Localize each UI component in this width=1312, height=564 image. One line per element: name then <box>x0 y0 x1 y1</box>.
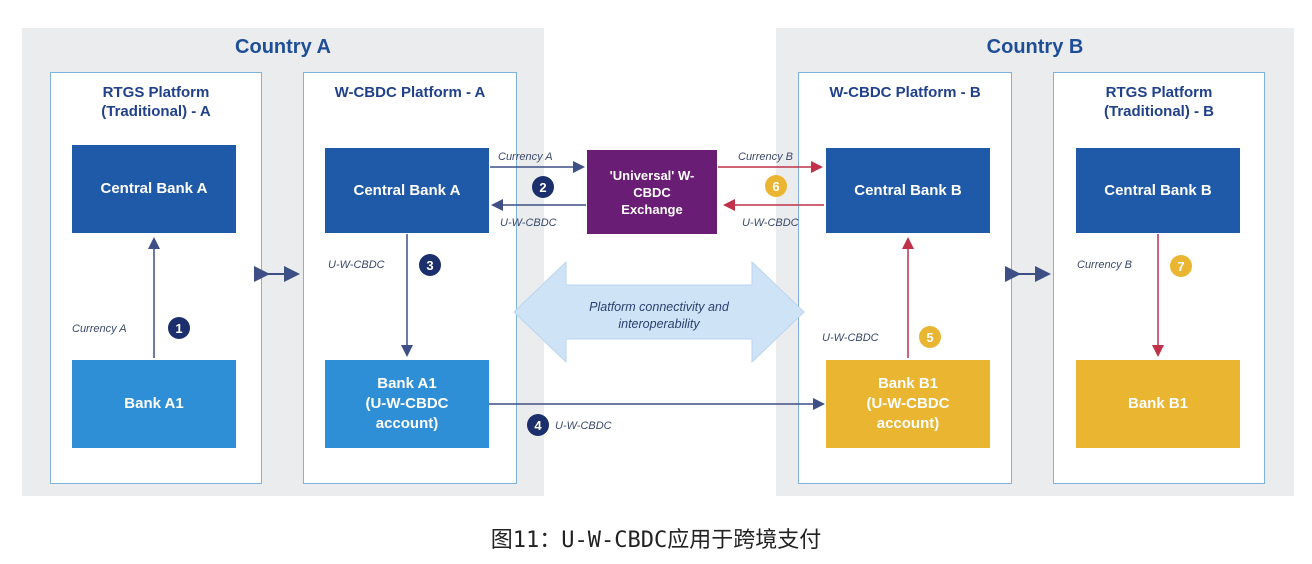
rtgs-b-central-bank-box: Central Bank B <box>1076 148 1240 233</box>
step-number-1: 1 <box>175 321 182 336</box>
step-badge-3 <box>419 254 441 276</box>
rtgs-a-bank-a1-box: Bank A1 <box>72 360 236 448</box>
step-number-2: 2 <box>539 180 546 195</box>
rtgs-b-bank-b1-box: Bank B1 <box>1076 360 1240 448</box>
wcbdc-platform-a-title: W-CBDC Platform - A <box>334 84 486 101</box>
label-step7: Currency B <box>1077 259 1132 271</box>
wcbdc-b-central-bank-box: Central Bank B <box>826 148 990 233</box>
wcbdc-a-bank-a1-box: Bank A1 (U-W-CBDC account) <box>325 360 489 448</box>
figure-caption: 图11：U-W-CBDC应用于跨境支付 <box>490 528 822 553</box>
label-step4: U-W-CBDC <box>555 420 612 432</box>
step-badge-2 <box>532 176 554 198</box>
step-number-4: 4 <box>534 418 542 433</box>
step-number-3: 3 <box>426 258 433 273</box>
wcbdc-a-central-bank-box: Central Bank A <box>325 148 489 233</box>
label-step6-top: Currency B <box>738 151 793 163</box>
label-step3: U-W-CBDC <box>328 259 385 271</box>
step-badge-1 <box>168 317 190 339</box>
rtgs-platform-b-title: RTGS Platform (Traditional) - B <box>1104 84 1214 120</box>
step-badge-6 <box>765 175 787 197</box>
connectivity-line2: interoperability <box>618 317 700 331</box>
connectivity-arrow <box>513 260 805 364</box>
label-step2-top: Currency A <box>498 151 553 163</box>
step-badge-5 <box>919 326 941 348</box>
step-number-7: 7 <box>1177 259 1184 274</box>
label-step2-bottom: U-W-CBDC <box>500 217 557 229</box>
label-step1: Currency A <box>72 323 127 335</box>
label-step5: U-W-CBDC <box>822 332 879 344</box>
step-badge-4 <box>527 414 549 436</box>
step-number-5: 5 <box>926 330 933 345</box>
wcbdc-b-bank-b1-box: Bank B1 (U-W-CBDC account) <box>826 360 990 448</box>
country-b-title: Country B <box>986 36 1084 58</box>
step-number-6: 6 <box>772 179 779 194</box>
connectivity-line1: Platform connectivity and <box>589 300 730 314</box>
rtgs-a-central-bank-box: Central Bank A <box>72 145 236 233</box>
wcbdc-platform-b-title: W-CBDC Platform - B <box>829 84 981 101</box>
rtgs-platform-a-title: RTGS Platform (Traditional) - A <box>101 84 211 120</box>
country-a-title: Country A <box>235 36 331 58</box>
step-badge-7 <box>1170 255 1192 277</box>
label-step6-bottom: U-W-CBDC <box>742 217 799 229</box>
universal-exchange-box: 'Universal' W- CBDC Exchange <box>587 150 717 234</box>
